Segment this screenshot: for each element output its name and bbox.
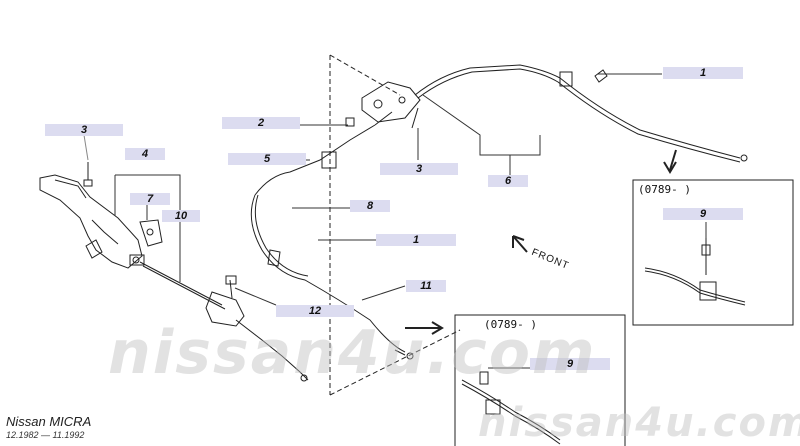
- callout-12: 12: [276, 305, 354, 317]
- callout-2: 2: [222, 117, 300, 129]
- production-dates: 12.1982 — 11.1992: [6, 430, 85, 440]
- direction-arrows: [405, 149, 677, 335]
- top-cable: [414, 64, 748, 163]
- dashed-boundary: [329, 54, 461, 396]
- model-name: Nissan MICRA: [6, 414, 92, 429]
- inset-code-bottom: (0789- ): [484, 318, 537, 331]
- callout-10: 10: [162, 210, 200, 222]
- callout-7: 7: [130, 193, 170, 205]
- callout-11: 11: [406, 280, 446, 292]
- inset-box-right: [632, 179, 794, 326]
- callout-3-left: 3: [45, 124, 123, 136]
- front-cable-rod: [139, 261, 309, 382]
- callout-8: 8: [350, 200, 390, 212]
- leader-lines: [114, 73, 707, 369]
- callout-6: 6: [488, 175, 528, 187]
- callout-1-top: 1: [663, 67, 743, 79]
- watermark-large: nissan4u.com: [108, 318, 597, 388]
- callout-4: 4: [125, 148, 165, 160]
- callout-3-mid: 3: [380, 163, 458, 175]
- inset-box-bottom: [454, 314, 626, 446]
- bolt-3-left: [83, 134, 93, 187]
- watermark-small: nissan4u.com: [478, 400, 800, 446]
- callout-9-bottom: 9: [530, 358, 610, 370]
- inset-code-right: (0789- ): [638, 183, 691, 196]
- callout-5: 5: [228, 153, 306, 165]
- callout-1-mid: 1: [376, 234, 456, 246]
- rear-lever-bracket: [345, 81, 421, 129]
- bracket-7: [139, 219, 163, 247]
- handbrake-lever: [39, 174, 145, 269]
- rear-cable: [250, 124, 414, 360]
- callout-9-right: 9: [663, 208, 743, 220]
